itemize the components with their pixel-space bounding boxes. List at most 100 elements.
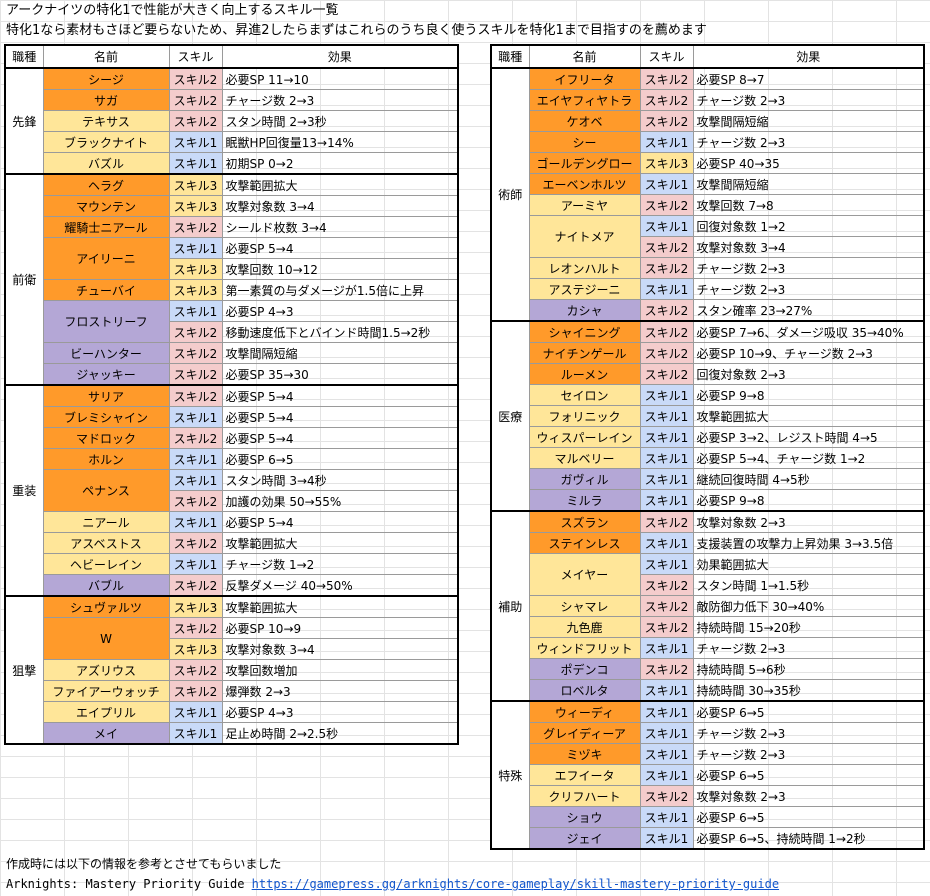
operator-name-cell: セイロン — [528, 384, 641, 406]
skill-cell: スキル1 — [639, 468, 694, 490]
operator-name-cell: バズル — [42, 152, 170, 175]
operator-name-cell: フォリニック — [528, 405, 641, 427]
operator-name-cell: 耀騎士ニアール — [42, 216, 170, 238]
effect-cell: 攻撃範囲拡大 — [221, 532, 459, 554]
operator-name-cell: アステジーニ — [528, 278, 641, 300]
operator-name-cell: ニアール — [42, 511, 170, 533]
operator-name-cell: メイヤー — [528, 553, 641, 596]
effect-cell: 攻撃範囲拡大 — [221, 595, 459, 618]
skill-cell: スキル2 — [168, 67, 223, 90]
effect-cell: 攻撃範囲拡大 — [221, 173, 459, 196]
operator-name-cell: アズリウス — [42, 659, 170, 681]
operator-name-cell: ペナンス — [42, 469, 170, 512]
operator-name-cell: シー — [528, 131, 641, 153]
header-skill: スキル — [168, 44, 223, 69]
operator-name-cell: W — [42, 617, 170, 660]
operator-name-cell: サガ — [42, 89, 170, 111]
header-job: 職種 — [4, 44, 44, 69]
operator-name-cell: バブル — [42, 574, 170, 597]
header-name: 名前 — [528, 44, 641, 69]
operator-name-cell: エイヤフィヤトラ — [528, 89, 641, 111]
skill-cell: スキル1 — [168, 511, 223, 533]
skill-cell: スキル2 — [639, 658, 694, 680]
effect-cell: 眠獣HP回復量13→14% — [221, 131, 459, 153]
operator-name-cell: チューバイ — [42, 279, 170, 301]
effect-cell: 継続回復時間 4→5秒 — [692, 468, 925, 490]
operator-name-cell: ブラックナイト — [42, 131, 170, 153]
effect-cell: 持続時間 15→20秒 — [692, 616, 925, 638]
operator-name-cell: ナイチンゲール — [528, 342, 641, 364]
operator-name-cell: 九色鹿 — [528, 616, 641, 638]
operator-name-cell: シュヴァルツ — [42, 595, 170, 618]
operator-name-cell: マルベリー — [528, 447, 641, 469]
skill-cell: スキル2 — [168, 342, 223, 364]
source-link[interactable]: https://gamepress.gg/arknights/core-game… — [251, 877, 780, 891]
operator-name-cell: ジェイ — [528, 827, 641, 850]
skill-cell: スキル2 — [168, 490, 223, 512]
operator-name-cell: ステインレス — [528, 532, 641, 554]
operator-name-cell: シャイニング — [528, 320, 641, 343]
skill-cell: スキル2 — [639, 67, 694, 90]
header-name: 名前 — [42, 44, 170, 69]
effect-cell: 攻撃間隔短縮 — [692, 173, 925, 195]
skill-cell: スキル2 — [639, 510, 694, 533]
skill-cell: スキル1 — [639, 489, 694, 512]
sheet-subtitle: 特化1なら素材もさほど要らないため、昇進2したらまずはこれらのうち良く使うスキル… — [6, 23, 707, 38]
effect-cell: チャージ数 2→3 — [692, 278, 925, 300]
skill-cell: スキル2 — [639, 785, 694, 807]
effect-cell: 攻撃間隔短縮 — [221, 342, 459, 364]
skill-cell: スキル3 — [639, 152, 694, 174]
skill-cell: スキル2 — [168, 216, 223, 238]
operator-name-cell: エフイータ — [528, 764, 641, 786]
effect-cell: 必要SP 40→35 — [692, 152, 925, 174]
operator-name-cell: グレイディーア — [528, 722, 641, 744]
source-label: Arknights: Mastery Priority Guide — [6, 877, 245, 891]
skill-cell: スキル1 — [639, 679, 694, 702]
effect-cell: 移動速度低下とバインド時間1.5→2秒 — [221, 321, 459, 343]
operator-name-cell: ヘラグ — [42, 173, 170, 196]
effect-cell: チャージ数 2→3 — [692, 89, 925, 111]
sheet-title: アークナイツの特化1で性能が大きく向上するスキル一覧 — [6, 3, 339, 18]
operator-name-cell: ミルラ — [528, 489, 641, 512]
operator-name-cell: アスベストス — [42, 532, 170, 554]
effect-cell: 反撃ダメージ 40→50% — [221, 574, 459, 597]
skill-cell: スキル1 — [168, 152, 223, 175]
job-cell: 術師 — [490, 67, 530, 322]
skill-cell: スキル1 — [639, 278, 694, 300]
header-job: 職種 — [490, 44, 530, 69]
operator-name-cell: マウンテン — [42, 195, 170, 217]
effect-cell: 攻撃範囲拡大 — [692, 405, 925, 427]
effect-cell: 攻撃対象数 3→4 — [221, 195, 459, 217]
effect-cell: 攻撃対象数 2→3 — [692, 785, 925, 807]
effect-cell: シールド枚数 3→4 — [221, 216, 459, 238]
effect-cell: チャージ数 2→3 — [692, 257, 925, 279]
skill-cell: スキル1 — [639, 173, 694, 195]
skill-cell: スキル1 — [639, 764, 694, 786]
header-skill: スキル — [639, 44, 694, 69]
skill-cell: スキル3 — [168, 595, 223, 618]
effect-cell: チャージ数 1→2 — [221, 553, 459, 575]
skill-cell: スキル1 — [168, 701, 223, 723]
